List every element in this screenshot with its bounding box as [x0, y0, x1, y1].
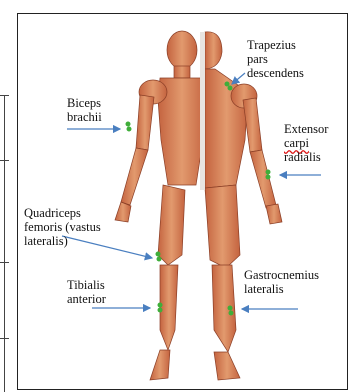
label-gastrocnemius-lateralis: Gastrocnemius lateralis [244, 268, 319, 296]
label-extensor-carpi-radialis: Extensor carpi radialis [284, 122, 328, 164]
label-biceps-brachii: Biceps brachii [67, 96, 102, 124]
label-tibialis-anterior: Tibialis anterior [67, 278, 106, 306]
front-body [115, 31, 206, 380]
label-trapezius: Trapezius pars descendens [247, 38, 304, 80]
back-body [205, 32, 282, 380]
spine-strip [200, 32, 205, 190]
label-quadriceps-femoris: Quadriceps femoris (vastus lateralis) [24, 206, 101, 248]
